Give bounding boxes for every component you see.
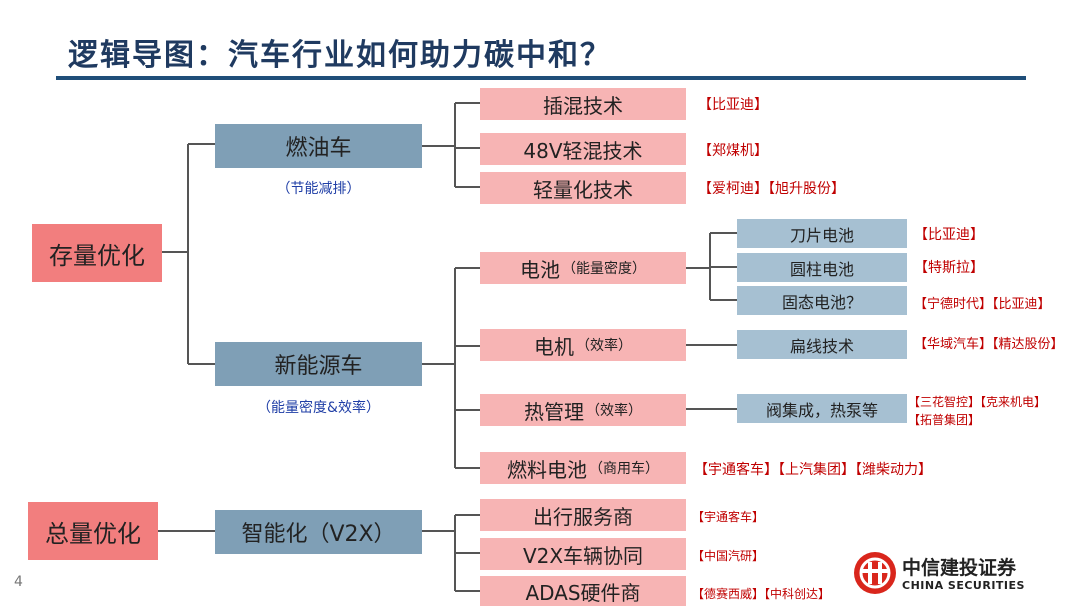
company-logo-cn: 中信建投证券 [902, 557, 1017, 579]
node-new-energy-vehicle-sub: （能量密度&效率） [257, 400, 380, 416]
node-battery: 电池（能量密度） [480, 252, 686, 284]
node-thermal-label: 热管理 [524, 399, 584, 424]
companies-cylindrical-battery: 【特斯拉】 [914, 260, 984, 276]
companies-adas-hardware: 【德赛西威】【中科创达】 [692, 587, 831, 601]
connector-battery [686, 232, 737, 301]
connector-stock [162, 143, 215, 365]
node-thermal-note: （效率） [586, 403, 642, 419]
companies-valve-heatpump-line1: 【三花智控】【克来机电】 [908, 395, 1047, 409]
companies-solid-state-battery: 【宁德时代】【比亚迪】 [914, 297, 1051, 312]
companies-lightweight: 【爱柯迪】【旭升股份】 [698, 181, 845, 197]
node-battery-label: 电池 [520, 257, 560, 282]
connector-nev [422, 267, 480, 469]
node-fuel-cell-note: （商用车） [589, 461, 659, 477]
companies-48v-mild-hybrid: 【郑煤机】 [698, 143, 768, 159]
node-smart-v2x: 智能化（V2X） [215, 510, 422, 554]
node-flat-wire: 扁线技术 [737, 330, 907, 359]
companies-flat-wire: 【华域汽车】【精达股份】 [914, 337, 1064, 352]
node-fuel-cell: 燃料电池（商用车） [480, 452, 686, 484]
node-mobility-service: 出行服务商 [480, 499, 686, 531]
node-lightweight: 轻量化技术 [480, 172, 686, 204]
node-battery-note: （能量密度） [562, 261, 646, 277]
companies-v2x-collaboration: 【中国汽研】 [692, 549, 765, 563]
connector-smart [422, 514, 480, 592]
node-total-optimization: 总量优化 [28, 502, 158, 560]
node-fuel-cell-label: 燃料电池 [507, 457, 587, 482]
companies-blade-battery: 【比亚迪】 [914, 227, 984, 243]
node-plugin-hybrid: 插混技术 [480, 88, 686, 120]
node-motor-label: 电机 [534, 334, 574, 359]
node-cylindrical-battery: 圆柱电池 [737, 253, 907, 282]
node-valve-heatpump: 阀集成，热泵等 [737, 394, 907, 423]
company-logo-en: CHINA SECURITIES [902, 579, 1025, 592]
page-title: 逻辑导图：汽车行业如何助力碳中和？ [68, 38, 612, 73]
node-adas-hardware: ADAS硬件商 [480, 576, 686, 606]
node-solid-state-battery: 固态电池？ [737, 286, 907, 315]
companies-mobility-service: 【宇通客车】 [692, 510, 765, 524]
companies-plugin-hybrid: 【比亚迪】 [698, 97, 768, 113]
node-blade-battery: 刀片电池 [737, 219, 907, 248]
node-new-energy-vehicle: 新能源车 [215, 342, 422, 386]
company-logo-icon [852, 550, 898, 596]
node-48v-mild-hybrid: 48V轻混技术 [480, 133, 686, 165]
node-stock-optimization: 存量优化 [32, 224, 162, 282]
page-number: 4 [14, 574, 23, 590]
node-fuel-vehicle: 燃油车 [215, 124, 422, 168]
title-underline [56, 76, 1026, 80]
node-motor: 电机（效率） [480, 329, 686, 361]
companies-fuel-cell: 【宇通客车】【上汽集团】【潍柴动力】 [694, 462, 932, 478]
node-motor-note: （效率） [576, 338, 632, 354]
node-thermal: 热管理（效率） [480, 394, 686, 426]
companies-valve-heatpump-line2: 【拓普集团】 [908, 413, 981, 427]
node-v2x-collaboration: V2X车辆协同 [480, 538, 686, 570]
node-fuel-vehicle-sub: （节能减排） [276, 181, 361, 197]
connector-fuel [422, 102, 480, 188]
